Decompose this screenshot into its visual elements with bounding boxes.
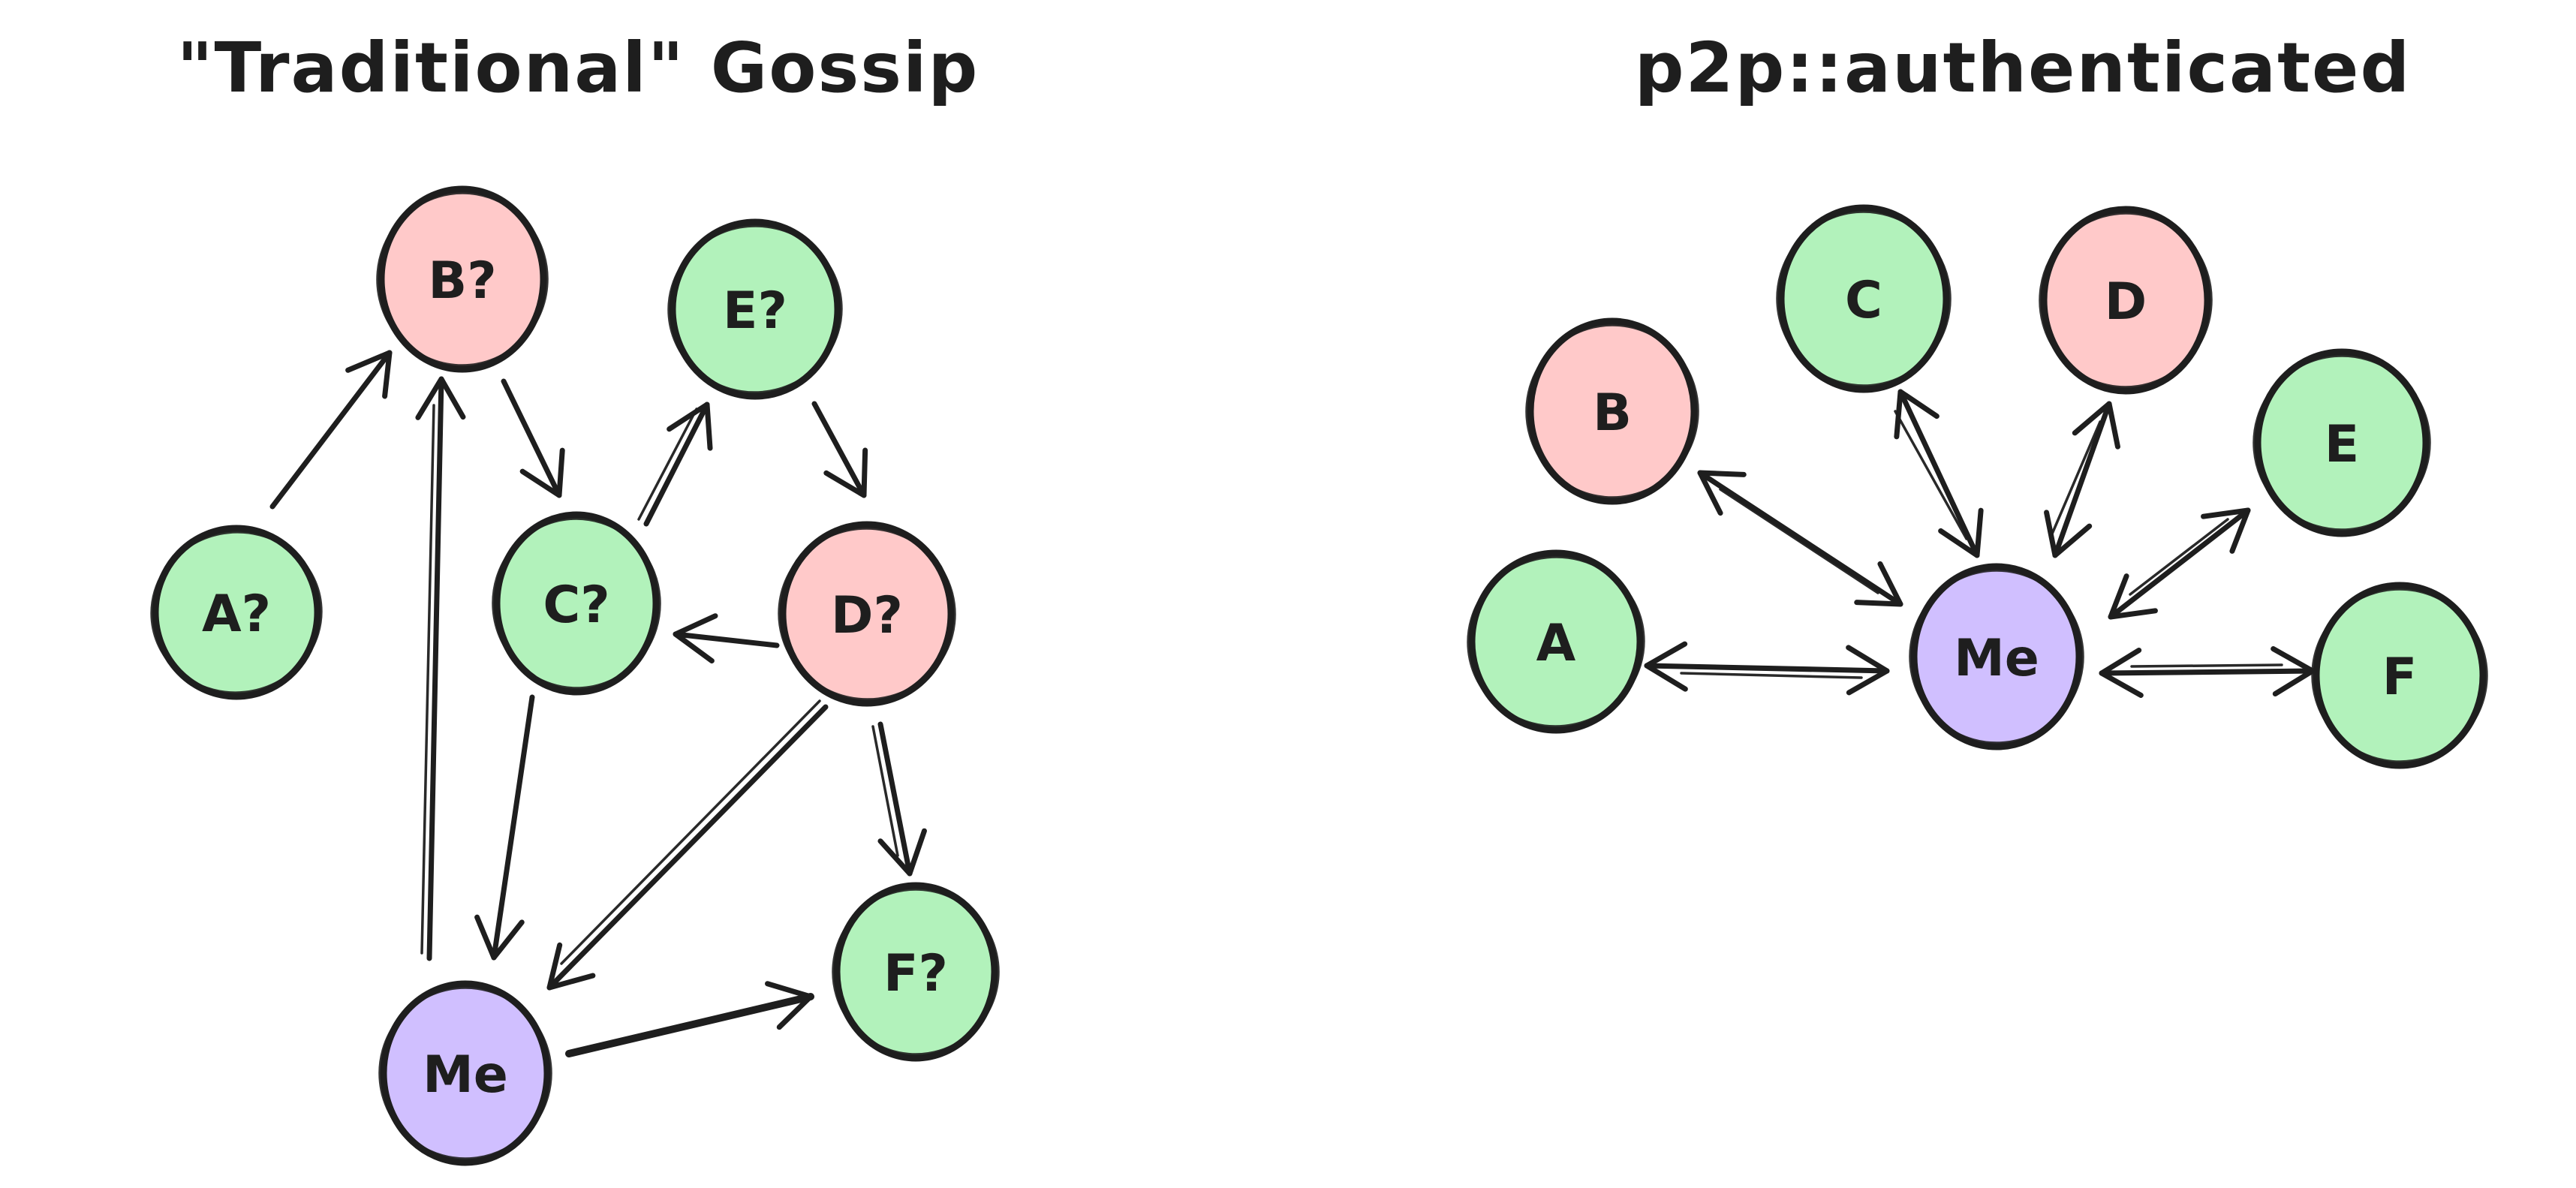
edge-left-me-to-f bbox=[565, 981, 814, 1057]
node-right-b-label: B bbox=[1593, 383, 1632, 443]
node-left-a-label: A? bbox=[202, 585, 271, 644]
node-right-f: F bbox=[2311, 582, 2488, 769]
node-left-d-label: D? bbox=[831, 586, 903, 645]
node-right-d-label: D bbox=[2105, 272, 2147, 332]
node-left-b-label: B? bbox=[428, 251, 496, 311]
left-diagram-title: "Traditional" Gossip bbox=[177, 28, 980, 108]
node-right-me: Me bbox=[1909, 563, 2084, 750]
edge-left-e-to-d bbox=[811, 401, 868, 498]
edge-right-c-me bbox=[1894, 389, 1984, 558]
node-right-c-label: C bbox=[1845, 271, 1882, 330]
node-left-me-label: Me bbox=[423, 1045, 508, 1105]
edge-right-e-me bbox=[2108, 507, 2251, 620]
node-right-b: B bbox=[1525, 317, 1699, 505]
edge-right-d-me bbox=[2044, 401, 2120, 558]
right-diagram-title: p2p::authenticated bbox=[1635, 28, 2412, 108]
node-left-a: A? bbox=[150, 525, 323, 700]
node-left-c: C? bbox=[492, 511, 661, 696]
edge-left-c-to-e bbox=[637, 402, 713, 527]
edge-right-a-me bbox=[1644, 641, 1890, 696]
node-right-c: C bbox=[1776, 204, 1952, 393]
node-right-a-label: A bbox=[1536, 614, 1576, 673]
edge-right-f-me bbox=[2099, 646, 2316, 698]
edge-left-d-to-c bbox=[673, 613, 780, 664]
edge-left-c-to-me bbox=[474, 694, 535, 961]
edge-left-me-to-b bbox=[415, 376, 466, 961]
edge-left-a-to-b bbox=[269, 350, 393, 510]
node-right-me-label: Me bbox=[1954, 629, 2039, 688]
edge-right-b-me bbox=[1697, 470, 1903, 607]
node-right-e: E bbox=[2252, 348, 2431, 537]
node-left-me: Me bbox=[378, 980, 552, 1166]
edge-left-b-to-c bbox=[501, 378, 565, 498]
node-right-e-label: E bbox=[2325, 415, 2359, 474]
node-right-f-label: F bbox=[2382, 648, 2417, 707]
node-right-a: A bbox=[1467, 549, 1645, 734]
node-left-e-label: E? bbox=[723, 281, 787, 341]
node-left-e: E? bbox=[667, 218, 843, 400]
node-left-f: F? bbox=[832, 882, 1000, 1062]
edge-left-d-to-me bbox=[546, 699, 829, 991]
node-left-c-label: C? bbox=[543, 576, 609, 635]
node-right-d: D bbox=[2039, 206, 2213, 395]
node-left-b: B? bbox=[376, 185, 549, 373]
node-left-f-label: F? bbox=[883, 944, 948, 1003]
node-left-d: D? bbox=[778, 521, 956, 707]
edge-left-d-to-f bbox=[871, 721, 927, 877]
